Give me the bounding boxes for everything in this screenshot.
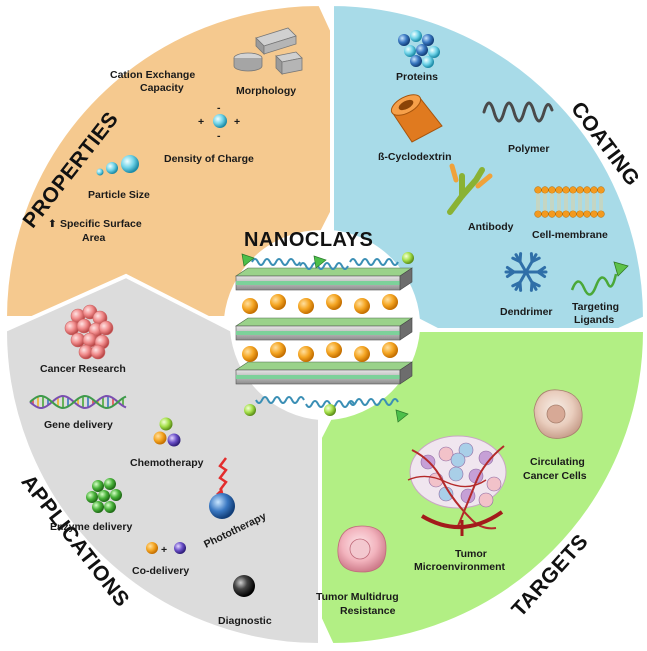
dna-icon — [29, 395, 127, 409]
proteins-icon — [398, 30, 440, 68]
enzyme-delivery-label: Enzyme delivery — [50, 521, 132, 533]
cell-membrane-icon — [534, 186, 605, 218]
diagnostic-label: Diagnostic — [218, 615, 272, 627]
center-title: NANOCLAYS — [244, 229, 373, 251]
morphology-label: Morphology — [236, 85, 296, 97]
cell-membrane-label: Cell-membrane — [532, 229, 608, 241]
coating-content: Proteins ß-Cyclodextrin Polymer Antibody… — [378, 30, 629, 326]
ssa-arrow-icon: ⬆ — [48, 218, 57, 230]
ssa-label-line2: Area — [82, 232, 106, 244]
morphology-icon — [233, 27, 303, 75]
nanoclay-layers-icon — [235, 252, 414, 423]
charge-icon: + + - - — [198, 102, 240, 142]
circulating-cell-icon — [533, 389, 583, 439]
multidrug-cell-icon — [337, 525, 387, 573]
particle-size-label: Particle Size — [88, 189, 150, 201]
tmr-label-line2: Resistance — [340, 605, 396, 617]
dendrimer-label: Dendrimer — [500, 306, 553, 318]
cyclodextrin-icon — [390, 94, 443, 143]
ccc-label-line1: Circulating — [530, 456, 585, 468]
plus-sign: + — [198, 116, 204, 128]
tumor-microenvironment-icon — [407, 435, 507, 536]
antibody-icon — [447, 163, 493, 215]
tmr-label-line1: Tumor Multidrug — [316, 591, 399, 603]
antibody-label: Antibody — [468, 221, 514, 233]
targeting-label-line2: Ligands — [574, 314, 614, 326]
ssa-label-line1: Specific Surface — [60, 218, 142, 230]
cancer-research-icon — [64, 304, 114, 360]
codelivery-icon — [146, 542, 186, 554]
gene-delivery-label: Gene delivery — [44, 419, 113, 431]
dendrimer-icon — [504, 252, 548, 292]
cyclodextrin-label: ß-Cyclodextrin — [378, 151, 452, 163]
tme-label-line2: Microenvironment — [414, 561, 506, 573]
polymer-icon — [482, 101, 554, 123]
cancer-research-label: Cancer Research — [40, 363, 126, 375]
targeting-label-line1: Targeting — [572, 301, 619, 313]
nanoclay-center: NANOCLAYS — [235, 229, 414, 423]
minus-sign: - — [217, 102, 221, 114]
polymer-label: Polymer — [508, 143, 549, 155]
proteins-label: Proteins — [396, 71, 438, 83]
cec-label-line2: Capacity — [140, 82, 184, 94]
plus-sign: + — [234, 116, 240, 128]
phototherapy-icon — [209, 457, 235, 519]
minus-sign: - — [217, 130, 221, 142]
properties-content: Morphology Cation Exchange Capacity + + … — [48, 27, 303, 244]
segment-properties — [2, 1, 379, 320]
density-label: Density of Charge — [164, 153, 254, 165]
cec-label-line1: Cation Exchange — [110, 69, 195, 81]
particle-size-icon — [96, 155, 139, 176]
enzyme-icon — [86, 478, 122, 513]
codelivery-label: Co-delivery — [132, 565, 189, 577]
chemotherapy-icon — [153, 417, 181, 447]
diagnostic-icon — [233, 575, 255, 597]
tme-label-line1: Tumor — [455, 548, 487, 560]
targeting-ligand-icon — [570, 261, 629, 296]
plus-sign: + — [161, 544, 167, 556]
chemotherapy-label: Chemotherapy — [130, 457, 204, 469]
targets-content: Circulating Cancer Cells Tumor Microenvi… — [316, 389, 587, 617]
ccc-label-line2: Cancer Cells — [523, 470, 587, 482]
